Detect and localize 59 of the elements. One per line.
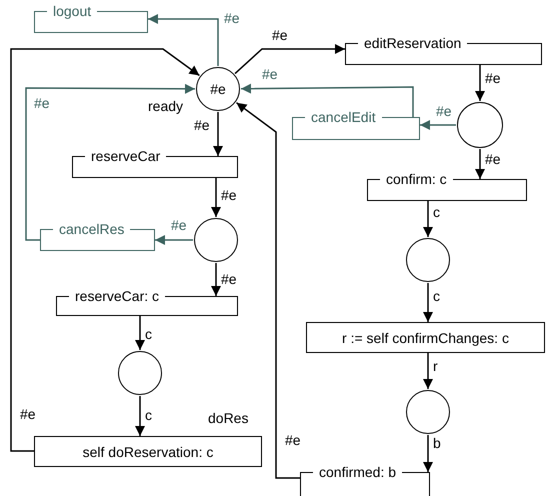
place-circle [196, 67, 240, 111]
edge-label: #e [20, 406, 36, 422]
edge-label: #e [221, 187, 237, 203]
node-caption: ready [148, 98, 184, 114]
arrow [475, 65, 485, 101]
place-circle [406, 238, 450, 282]
edge-label: c [433, 204, 440, 220]
place-circle [118, 351, 162, 395]
arrow [213, 112, 223, 156]
arrow [423, 435, 433, 472]
transition-label: logout [47, 3, 98, 19]
arrow [10, 48, 200, 452]
transition-label: editReservation [358, 35, 468, 51]
edge-label: #e [272, 27, 288, 43]
node-caption: doRes [208, 410, 248, 426]
edge-label: r [433, 358, 438, 374]
arrow [25, 84, 195, 241]
arrow [420, 120, 456, 130]
transition-label: confirm: c [380, 171, 453, 187]
arrow [135, 396, 145, 436]
arrow [148, 14, 219, 66]
arrow [236, 102, 300, 479]
node-label: r := self confirmChanges: c [342, 330, 509, 346]
transition-label: reserveCar: c [69, 288, 166, 304]
edge-label: #e [224, 10, 240, 26]
edge-label: b [433, 435, 441, 451]
transition-box [34, 436, 262, 467]
arrow [423, 283, 433, 322]
transition-label: cancelRes [53, 221, 130, 237]
place-circle [406, 390, 450, 434]
edge-label: #e [221, 271, 237, 287]
arrow [475, 149, 485, 179]
transition-label: reserveCar [85, 148, 166, 164]
transition-label: cancelEdit [305, 109, 382, 125]
edge-label: #e [171, 217, 187, 233]
edge-label: #e [34, 95, 50, 111]
arrow [135, 316, 145, 350]
edge-label: #e [485, 70, 501, 86]
arrow [423, 353, 433, 389]
edge-label: #e [485, 151, 501, 167]
transition-box [306, 322, 545, 353]
edge-label: #e [436, 103, 452, 119]
arrow [241, 84, 414, 117]
arrow [155, 235, 193, 245]
edge-label: #e [194, 117, 210, 133]
arrow [211, 263, 221, 296]
arrow [423, 201, 433, 237]
edge-label: c [145, 326, 152, 342]
edge-label: c [145, 407, 152, 423]
arrow [234, 44, 345, 74]
edge-label: #e [262, 66, 278, 82]
edge-label: #e [285, 432, 301, 448]
place-circle [194, 218, 238, 262]
arrow [211, 178, 221, 217]
node-label: self doReservation: c [82, 444, 214, 460]
place-circle [457, 102, 503, 148]
edge-label: c [433, 288, 440, 304]
node-label: #e [210, 81, 226, 97]
transition-label: confirmed: b [313, 464, 402, 480]
